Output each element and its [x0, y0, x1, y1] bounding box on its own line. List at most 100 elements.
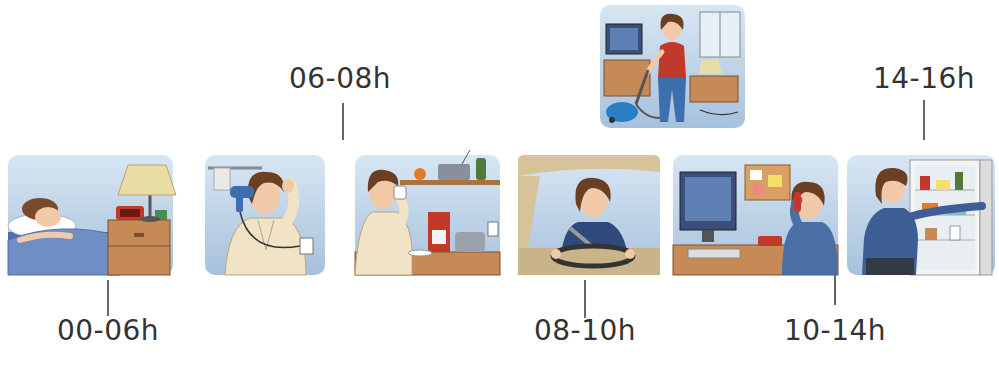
- vacuum-scene-part: [604, 60, 650, 96]
- breakfast-scene: [355, 150, 500, 275]
- driving-scene-part: [518, 155, 660, 275]
- office-scene-part: [791, 182, 824, 214]
- time-label: 00-06h: [57, 314, 159, 347]
- vacuum-scene-part: [609, 117, 615, 123]
- sleeping-scene-part: [140, 216, 160, 222]
- time-label: 08-10h: [534, 314, 636, 347]
- fridge-scene-part: [847, 155, 995, 275]
- vacuum-scene-part: [606, 102, 638, 122]
- leader-line-part: [342, 103, 344, 140]
- fridge-scene-part: [925, 228, 937, 240]
- sleeping-scene-part: [20, 235, 70, 240]
- sleeping-scene-part: [116, 206, 144, 220]
- fridge-scene-part: [950, 226, 960, 240]
- vacuum-scene-part: [700, 110, 738, 115]
- vacuum-scene-part: [648, 52, 662, 72]
- breakfast-scene-part: [462, 150, 470, 164]
- time-label: 06-08h: [289, 62, 391, 95]
- vacuum-scene-part: [658, 42, 686, 78]
- breakfast-scene-part: [476, 158, 486, 180]
- vacuum-scene-part: [700, 12, 740, 57]
- fridge-scene-part: [920, 176, 930, 190]
- vacuum-scene-part: [690, 76, 738, 102]
- breakfast-scene-part: [400, 198, 404, 225]
- office-scene-part: [768, 175, 782, 187]
- driving-scene-part: [625, 249, 635, 259]
- fridge-scene-part: [915, 165, 975, 270]
- sleeping-scene-part: [108, 220, 170, 275]
- office-scene-part: [782, 222, 838, 275]
- breakfast-scene-part: [394, 186, 406, 199]
- leader-line-part: [584, 280, 586, 318]
- hair-drying-scene-part: [230, 186, 254, 198]
- office-scene-part: [688, 249, 740, 258]
- sleeping-scene-part: [118, 165, 176, 195]
- fridge-scene-part: [980, 160, 992, 275]
- office-scene-part: [673, 155, 838, 275]
- driving-scene: [518, 155, 660, 275]
- vacuum-scene: [600, 5, 745, 128]
- office-scene-part: [702, 230, 714, 242]
- vacuum-scene-part: [661, 14, 684, 30]
- fridge-scene: [847, 155, 995, 275]
- hair-drying-scene-part: [236, 196, 243, 212]
- sleeping-scene-part: [108, 246, 170, 247]
- office-scene: [673, 155, 838, 275]
- office-scene-part: [794, 192, 801, 212]
- driving-scene-part: [518, 176, 540, 248]
- leader-line-part: [107, 280, 109, 316]
- hair-drying-scene-part: [205, 155, 325, 275]
- time-label: 10-14h: [784, 314, 886, 347]
- breakfast-scene-part: [488, 222, 498, 236]
- vacuum-scene-part: [698, 60, 722, 74]
- vacuum-scene-part: [610, 28, 638, 50]
- breakfast-scene-part: [414, 168, 426, 180]
- vacuum-scene-part: [606, 24, 642, 54]
- fridge-scene-part: [875, 168, 907, 204]
- hair-drying-scene: [205, 155, 325, 275]
- office-scene-part: [758, 236, 782, 246]
- breakfast-scene-part: [455, 232, 485, 252]
- office-scene-part: [685, 177, 731, 221]
- vacuum-scene-part: [658, 78, 686, 122]
- vacuum-scene-part: [636, 70, 648, 104]
- fridge-scene-part: [866, 258, 914, 275]
- time-label: 14-16h: [873, 62, 975, 95]
- vacuum-scene-part: [720, 12, 721, 57]
- sleeping-scene-part: [35, 207, 61, 227]
- driving-scene-part: [551, 249, 561, 259]
- office-scene-part: [750, 170, 762, 180]
- hair-drying-scene-part: [248, 172, 284, 204]
- office-scene-part: [680, 172, 736, 230]
- office-scene-part: [753, 185, 763, 195]
- vacuum-scene-part: [636, 104, 660, 118]
- sleeping-scene-part: [120, 209, 140, 217]
- leader-line-part: [923, 100, 925, 140]
- breakfast-scene-part: [355, 155, 500, 275]
- driving-scene-part: [553, 246, 633, 266]
- driving-scene-part: [575, 178, 610, 212]
- breakfast-scene-part: [432, 230, 446, 244]
- sleeping-scene-part: [134, 233, 144, 237]
- hair-drying-scene-part: [300, 238, 313, 254]
- fridge-scene-part: [955, 172, 963, 190]
- vacuum-scene-part: [600, 5, 745, 128]
- breakfast-scene-part: [408, 250, 432, 256]
- sleeping-scene: [8, 155, 176, 275]
- driving-scene-part: [518, 248, 660, 275]
- fridge-scene-part: [936, 180, 950, 190]
- breakfast-scene-part: [400, 180, 500, 185]
- driving-scene-part: [518, 155, 660, 176]
- breakfast-scene-part: [438, 164, 470, 180]
- office-scene-part: [745, 165, 790, 200]
- hair-drying-scene-part: [282, 179, 294, 193]
- hair-drying-scene-part: [214, 168, 230, 190]
- hair-drying-scene-part: [240, 212, 300, 248]
- sleeping-scene-part: [8, 229, 120, 275]
- breakfast-scene-part: [428, 212, 450, 252]
- fridge-scene-part: [906, 206, 982, 218]
- leader-line: [108, 100, 924, 318]
- fridge-scene-part: [915, 240, 975, 241]
